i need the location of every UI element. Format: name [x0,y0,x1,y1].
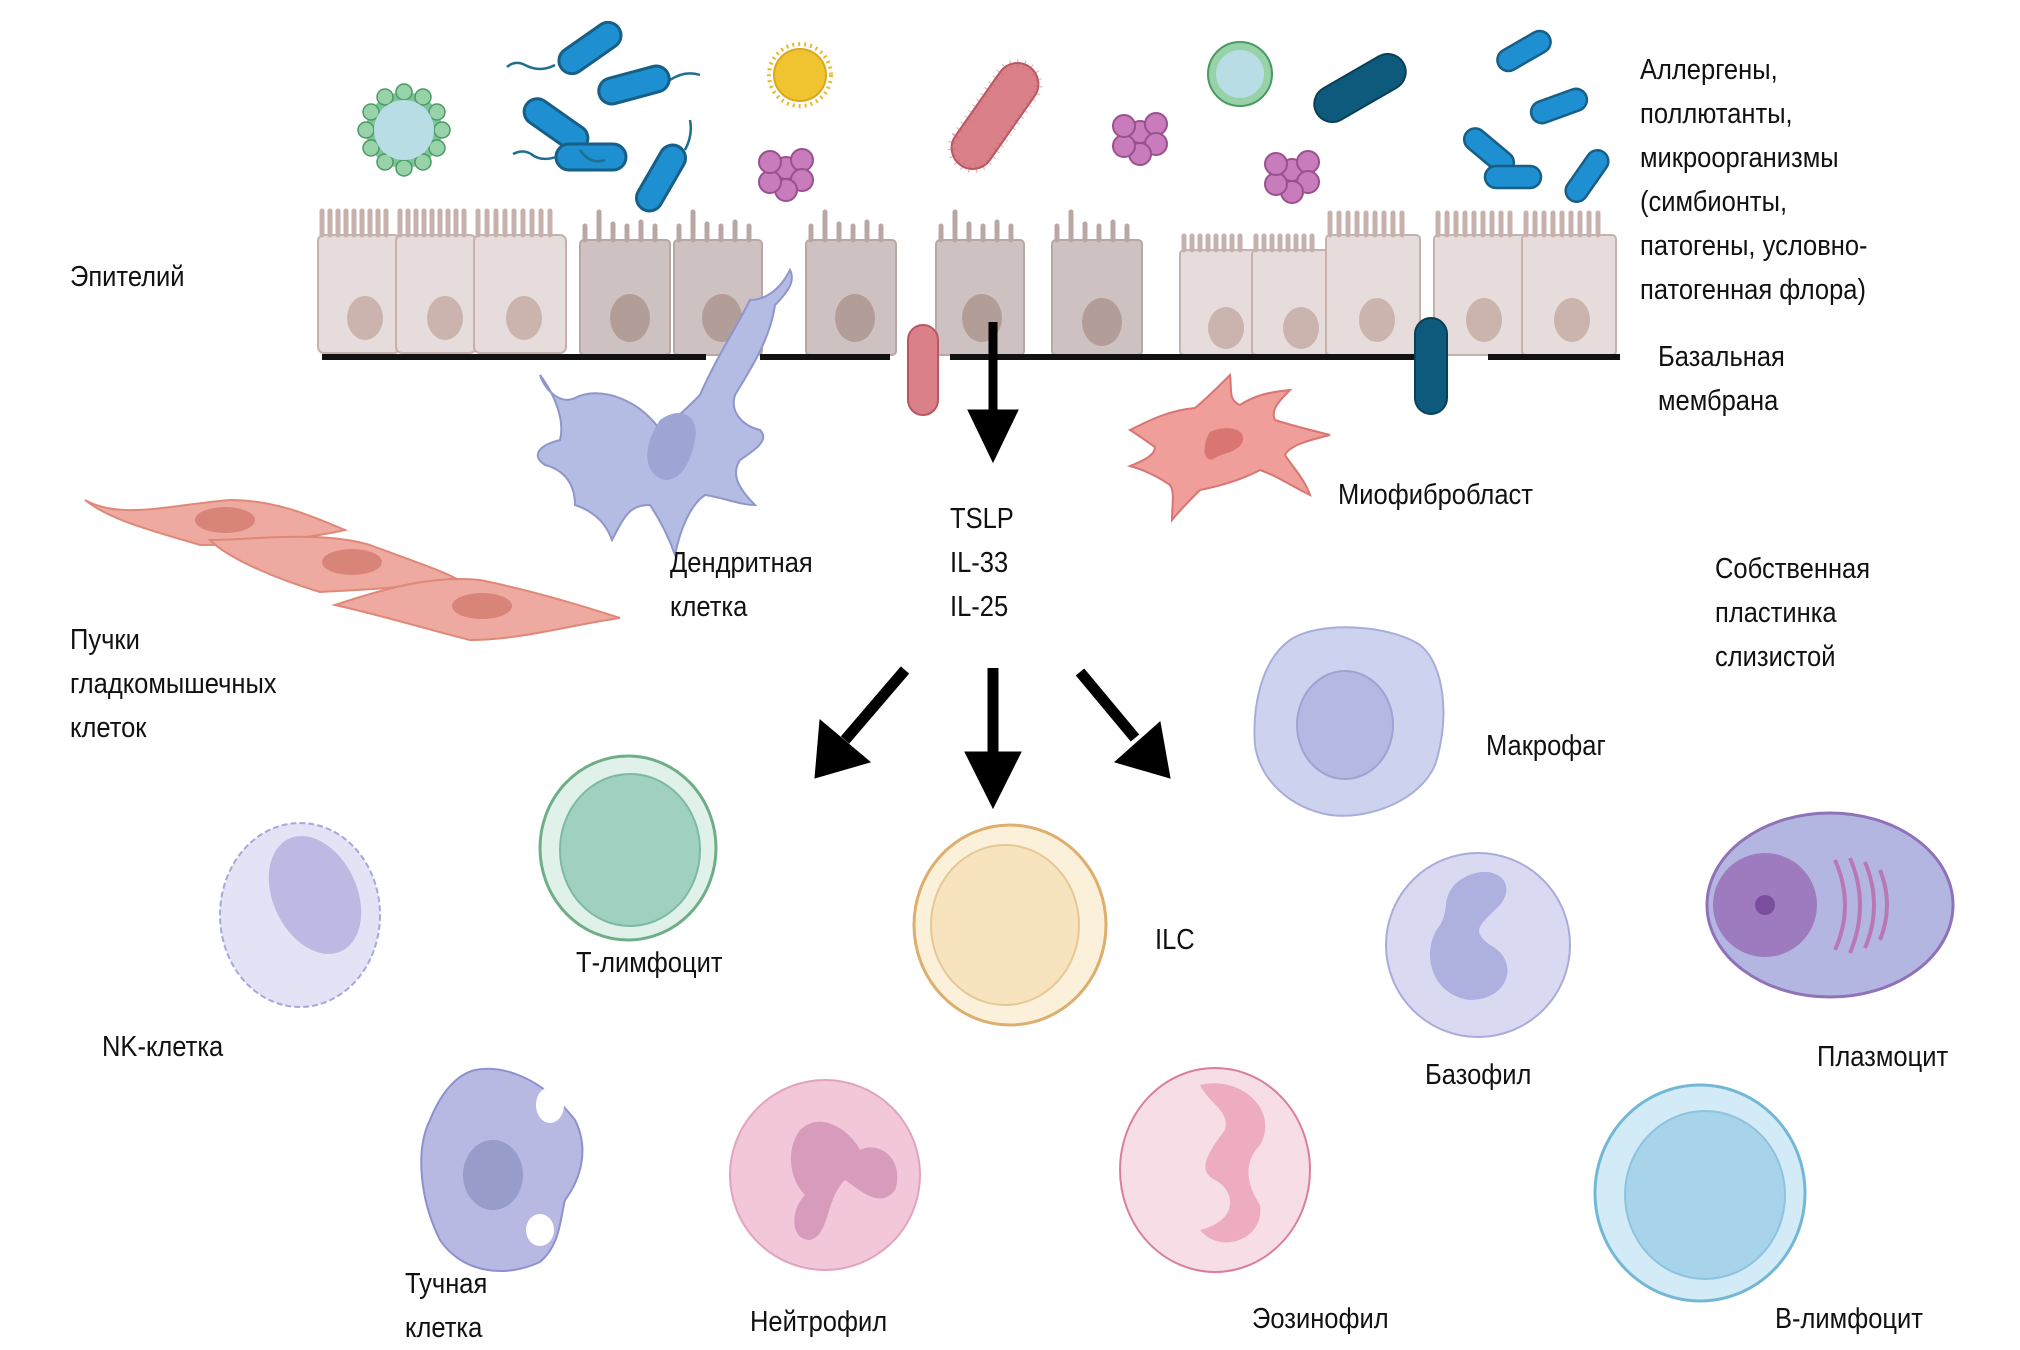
bacterium-icon [1414,317,1448,415]
spore-icon [1207,41,1273,107]
epithelial-cell [935,209,1025,356]
neutrophil-label: Нейтрофил [750,1306,888,1338]
bacterium-icon [1462,29,1610,203]
plasmocyte-icon [1705,811,1955,999]
myofibroblast-label: Миофибробласт [1338,479,1533,511]
bacterium-icon [1313,53,1407,123]
ilc-label: ILC [1155,924,1195,956]
nk-cell-icon [219,822,381,1008]
arrows [814,322,1171,810]
epithelial-cell [473,208,567,354]
epithelial-cell [1179,233,1257,356]
t-lymphocyte-label: Т-лимфоцит [576,947,723,979]
epithelium-layer [317,208,1617,356]
allergens-label: Аллергены,поллютанты,микроорганизмы(симб… [1640,54,1868,306]
macrophage-icon [1253,626,1445,817]
epithelial-cell [1051,209,1143,356]
arrow-down-icon [967,322,1019,464]
epithelial-cell [805,209,897,356]
epithelial-cell [317,208,401,354]
epithelial-cell [395,208,477,354]
spore-cluster-icon [1264,150,1320,204]
pollen-icon [767,42,833,108]
neutrophil-icon [729,1079,921,1271]
arrow-down-icon [964,668,1022,810]
smooth-muscle-icon [84,498,621,642]
myofibroblast-icon [1126,372,1331,523]
flagella [506,61,701,163]
spore-cluster-icon [758,148,814,202]
b-lymphocyte-icon [1593,1083,1807,1303]
ilc-icon [912,823,1108,1027]
epithelial-cell [579,209,671,356]
nk-cell-label: NK-клетка [102,1031,224,1063]
epithelium-label: Эпителий [70,261,185,293]
plasmocyte-label: Плазмоцит [1817,1041,1949,1073]
epithelial-cell [1325,210,1421,356]
macrophage-label: Макрофаг [1486,730,1606,762]
eosinophil-icon [1119,1067,1311,1273]
spore-icon [357,83,451,177]
bacterium-icon [522,20,687,213]
basophil-icon [1385,852,1571,1038]
b-lymphocyte-label: В-лимфоцит [1775,1303,1923,1335]
bacterium-icon [907,324,939,416]
bacterium-icon [947,59,1043,173]
t-lymphocyte-icon [538,754,718,942]
mast-cell-icon [420,1067,584,1272]
eosinophil-label: Эозинофил [1252,1303,1389,1335]
dendritic-cell-icon [536,267,793,559]
microorganisms [357,20,1610,416]
basophil-label: Базофил [1425,1059,1532,1091]
epithelial-cell [1433,210,1527,356]
arrow-down-right-icon [1075,668,1171,779]
epithelial-cell [1251,233,1329,356]
spore-cluster-icon [1112,112,1168,166]
epithelial-cell [1521,210,1617,356]
arrow-down-left-icon [814,666,910,779]
